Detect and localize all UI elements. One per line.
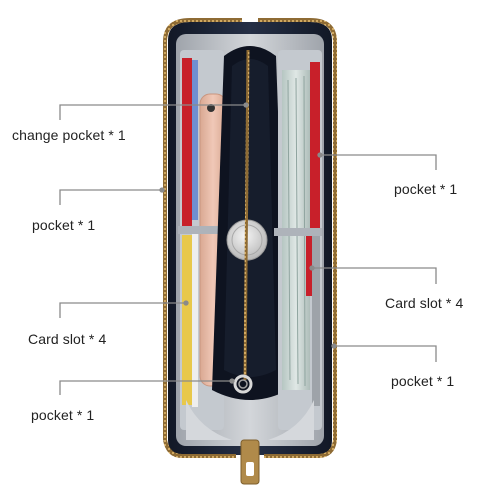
card-yellow-left [182, 235, 192, 405]
zipper-pull-ring-inner [238, 379, 248, 389]
zipper-left [163, 18, 242, 43]
leader-line-left-bottom-pocket [59, 380, 232, 395]
leader-line-right-card-slot [312, 267, 437, 284]
callout-right-card-slot: Card slot * 4 [385, 295, 464, 311]
phone-camera [207, 104, 215, 112]
callout-right-bottom-pocket: pocket * 1 [391, 373, 455, 389]
change-pocket-inner [224, 59, 276, 377]
card-white-left [192, 232, 198, 407]
leader-line-left-card-slot [59, 302, 186, 318]
outer-zipper-pull-slot [246, 462, 254, 476]
callout-left-pocket: pocket * 1 [32, 217, 96, 233]
pocket-divider-left [178, 226, 226, 234]
zipper-bottom [163, 439, 337, 458]
callout-change-pocket: change pocket * 1 [12, 127, 126, 143]
leader-line-change-pocket [59, 104, 246, 120]
lining-bottom-right [268, 400, 314, 440]
leader-lines [59, 102, 437, 395]
lining-bottom-left [186, 400, 232, 440]
callout-right-pocket: pocket * 1 [394, 181, 458, 197]
leader-line-left-pocket [59, 189, 162, 205]
card-red-right [310, 62, 320, 230]
callout-left-card-slot: Card slot * 4 [28, 331, 107, 347]
callout-left-bottom-pocket: pocket * 1 [31, 407, 95, 423]
zipper-pull-ring [233, 374, 253, 394]
zipper-right [258, 18, 337, 440]
leader-line-right-bottom-pocket [334, 345, 437, 362]
leader-line-right-pocket [320, 154, 437, 170]
card-blue-left [192, 60, 198, 220]
card-grey-right [312, 236, 320, 406]
pocket-divider-right [274, 228, 322, 236]
card-red-left-top [182, 58, 192, 228]
